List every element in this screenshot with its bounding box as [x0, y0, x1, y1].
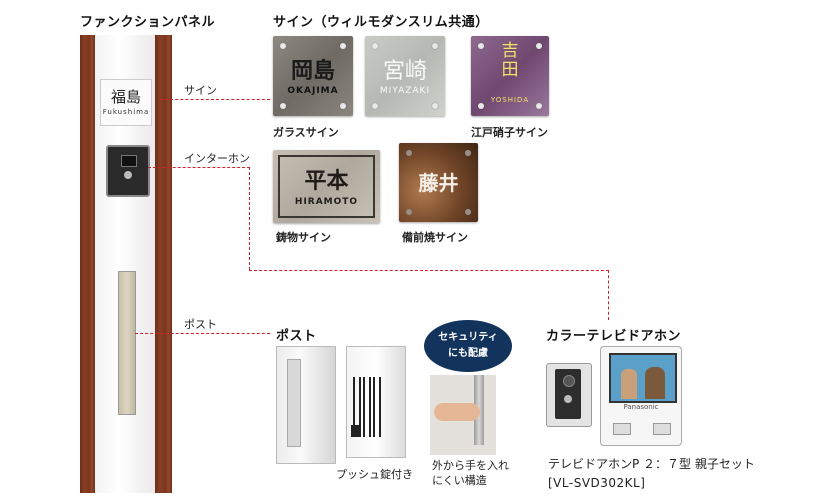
connector-line-intercom-h2: [249, 270, 609, 271]
panel-nameplate-roman: Fukushima: [102, 108, 150, 116]
panel-nameplate: 福島 Fukushima: [100, 79, 152, 126]
function-panel-heading: ファンクションパネル: [80, 15, 216, 30]
monitor-screen: [609, 353, 677, 403]
end-button: [653, 423, 671, 435]
sign-caption: 備前焼サイン: [402, 231, 468, 244]
sign-roman: MIYAZAKI: [379, 86, 431, 96]
sign-name: 宮崎: [382, 59, 427, 84]
connector-label-post: ポスト: [184, 318, 217, 331]
screw-icon: [280, 43, 286, 49]
screw-icon: [372, 103, 378, 109]
sign-name: 吉田: [501, 41, 519, 80]
connector-line-intercom-h1: [148, 167, 250, 168]
security-bubble-text: セキュリティにも配慮: [438, 332, 498, 359]
brand-logo: Panasonic: [623, 403, 659, 411]
screw-icon: [406, 150, 412, 156]
sign-roman: HIRAMOTO: [294, 197, 359, 207]
screw-icon: [432, 103, 438, 109]
panel-nameplate-name: 福島: [110, 88, 141, 106]
hand-caption: 外から手を入れにくい構造: [432, 459, 509, 487]
cast-sign-border: [278, 155, 375, 218]
screw-icon: [432, 43, 438, 49]
door-station: [546, 363, 592, 427]
screw-icon: [340, 103, 346, 109]
push-lock-icon: [351, 425, 359, 437]
intercom-product-line: テレビドアホンP ２：７型 親子セット: [548, 457, 755, 471]
sign-roman: OKAJIMA: [287, 86, 339, 96]
post-section-heading: ポスト: [276, 329, 317, 344]
post-box-front: [276, 346, 336, 464]
vent-slots: [373, 377, 381, 437]
pillar-wood-left: [80, 35, 95, 493]
talk-button: [613, 423, 631, 435]
camera-icon: [563, 375, 575, 387]
door-station-face: [555, 369, 581, 419]
intercom-model: [VL-SVD302KL]: [548, 476, 646, 490]
sign-caption: ガラスサイン: [273, 126, 339, 139]
connector-label-sign: サイン: [184, 84, 217, 97]
screw-icon: [465, 209, 471, 215]
sign-tile-cast: 平本 HIRAMOTO: [273, 150, 380, 223]
connector-label-intercom: インターホン: [184, 152, 250, 165]
screw-icon: [478, 43, 484, 49]
vent-slots: [353, 377, 361, 437]
sign-name: 平本: [304, 168, 349, 194]
call-button-icon: [564, 395, 572, 403]
panel-intercom: [106, 145, 150, 197]
sign-caption: 鋳物サイン: [276, 231, 331, 244]
function-panel-pillar: 福島 Fukushima: [80, 35, 172, 493]
sign-name: 岡島: [290, 58, 335, 84]
screw-icon: [280, 103, 286, 109]
sign-section-heading: サイン（ウィルモダンスリム共通）: [273, 15, 489, 30]
screw-icon: [536, 103, 542, 109]
sign-tile-glass: 岡島 OKAJIMA: [273, 36, 353, 116]
post-hand-photo: [430, 375, 496, 455]
screw-icon: [406, 209, 412, 215]
call-button-icon: [124, 171, 132, 179]
sign-tile-bizen: 藤井: [399, 143, 478, 222]
person-icon: [621, 369, 637, 399]
sign-tile-glass-white: 宮崎 MIYAZAKI: [365, 36, 445, 116]
sign-tile-edo-glass: 吉田 YOSHIDA: [471, 36, 549, 116]
pillar-wood-right: [155, 35, 172, 493]
connector-line-intercom-v1: [249, 167, 250, 270]
connector-line-intercom-v2: [608, 270, 609, 320]
intercom-section-heading: カラーテレビドアホン: [546, 329, 682, 344]
sign-roman: YOSHIDA: [490, 96, 530, 104]
connector-line-sign: [160, 99, 270, 100]
sign-caption: 江戸硝子サイン: [471, 126, 548, 139]
post-slot: [287, 359, 301, 447]
camera-lens-icon: [121, 155, 137, 167]
security-bubble: セキュリティにも配慮: [424, 320, 512, 372]
push-lock-caption: プッシュ錠付き: [336, 468, 413, 481]
monitor-unit: Panasonic: [600, 346, 682, 446]
person-icon: [645, 367, 665, 399]
screw-icon: [465, 150, 471, 156]
screw-icon: [340, 43, 346, 49]
screw-icon: [372, 43, 378, 49]
sign-name: 藤井: [418, 171, 459, 195]
screw-icon: [478, 103, 484, 109]
screw-icon: [536, 43, 542, 49]
hand-icon: [434, 403, 480, 421]
panel-post-slot: [118, 271, 136, 415]
vent-slots: [363, 377, 371, 437]
connector-line-post: [135, 333, 270, 334]
post-box-side: [346, 346, 406, 458]
